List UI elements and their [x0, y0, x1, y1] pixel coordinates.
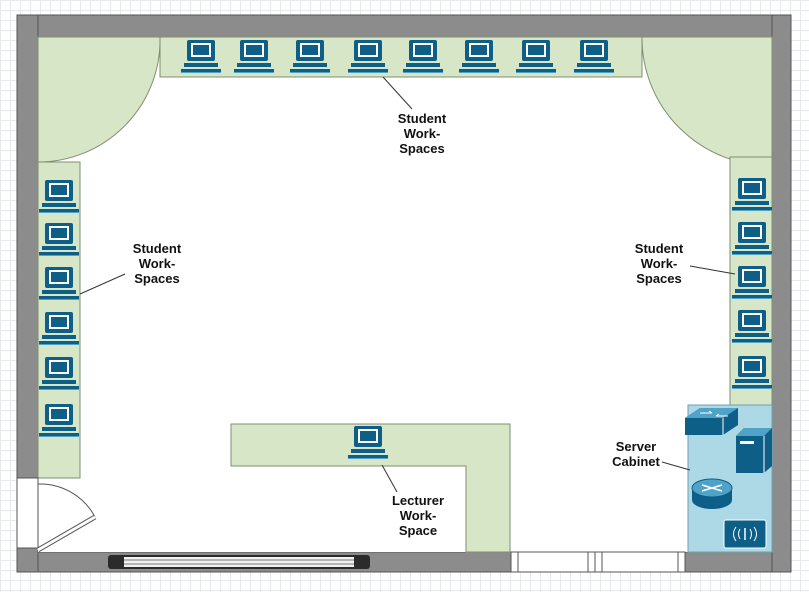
- wall-right: [771, 14, 792, 573]
- desk-top: [159, 36, 643, 78]
- door: [16, 477, 97, 553]
- wall-top: [16, 14, 792, 38]
- label-lecturer-workspace: Lecturer Work- Space: [391, 493, 445, 538]
- wireless-access-point-icon: [723, 519, 767, 549]
- wall-openings: [510, 551, 686, 573]
- wall-left-lower: [16, 547, 39, 573]
- label-student-workspaces-left: Student Work- Spaces: [132, 241, 182, 286]
- router-icon: [691, 478, 733, 509]
- wall-left-upper: [16, 14, 39, 479]
- corner-arc-top-left: [37, 36, 161, 163]
- label-student-workspaces-right: Student Work- Spaces: [634, 241, 684, 286]
- label-server-cabinet: Server Cabinet: [612, 439, 660, 469]
- label-student-workspaces-top: Student Work- Spaces: [397, 111, 447, 156]
- desk-lecturer: [230, 423, 511, 553]
- window: [108, 555, 370, 569]
- switch-icon: [685, 408, 738, 435]
- leader-lines: [79, 76, 736, 493]
- server-tower-icon: [736, 428, 772, 473]
